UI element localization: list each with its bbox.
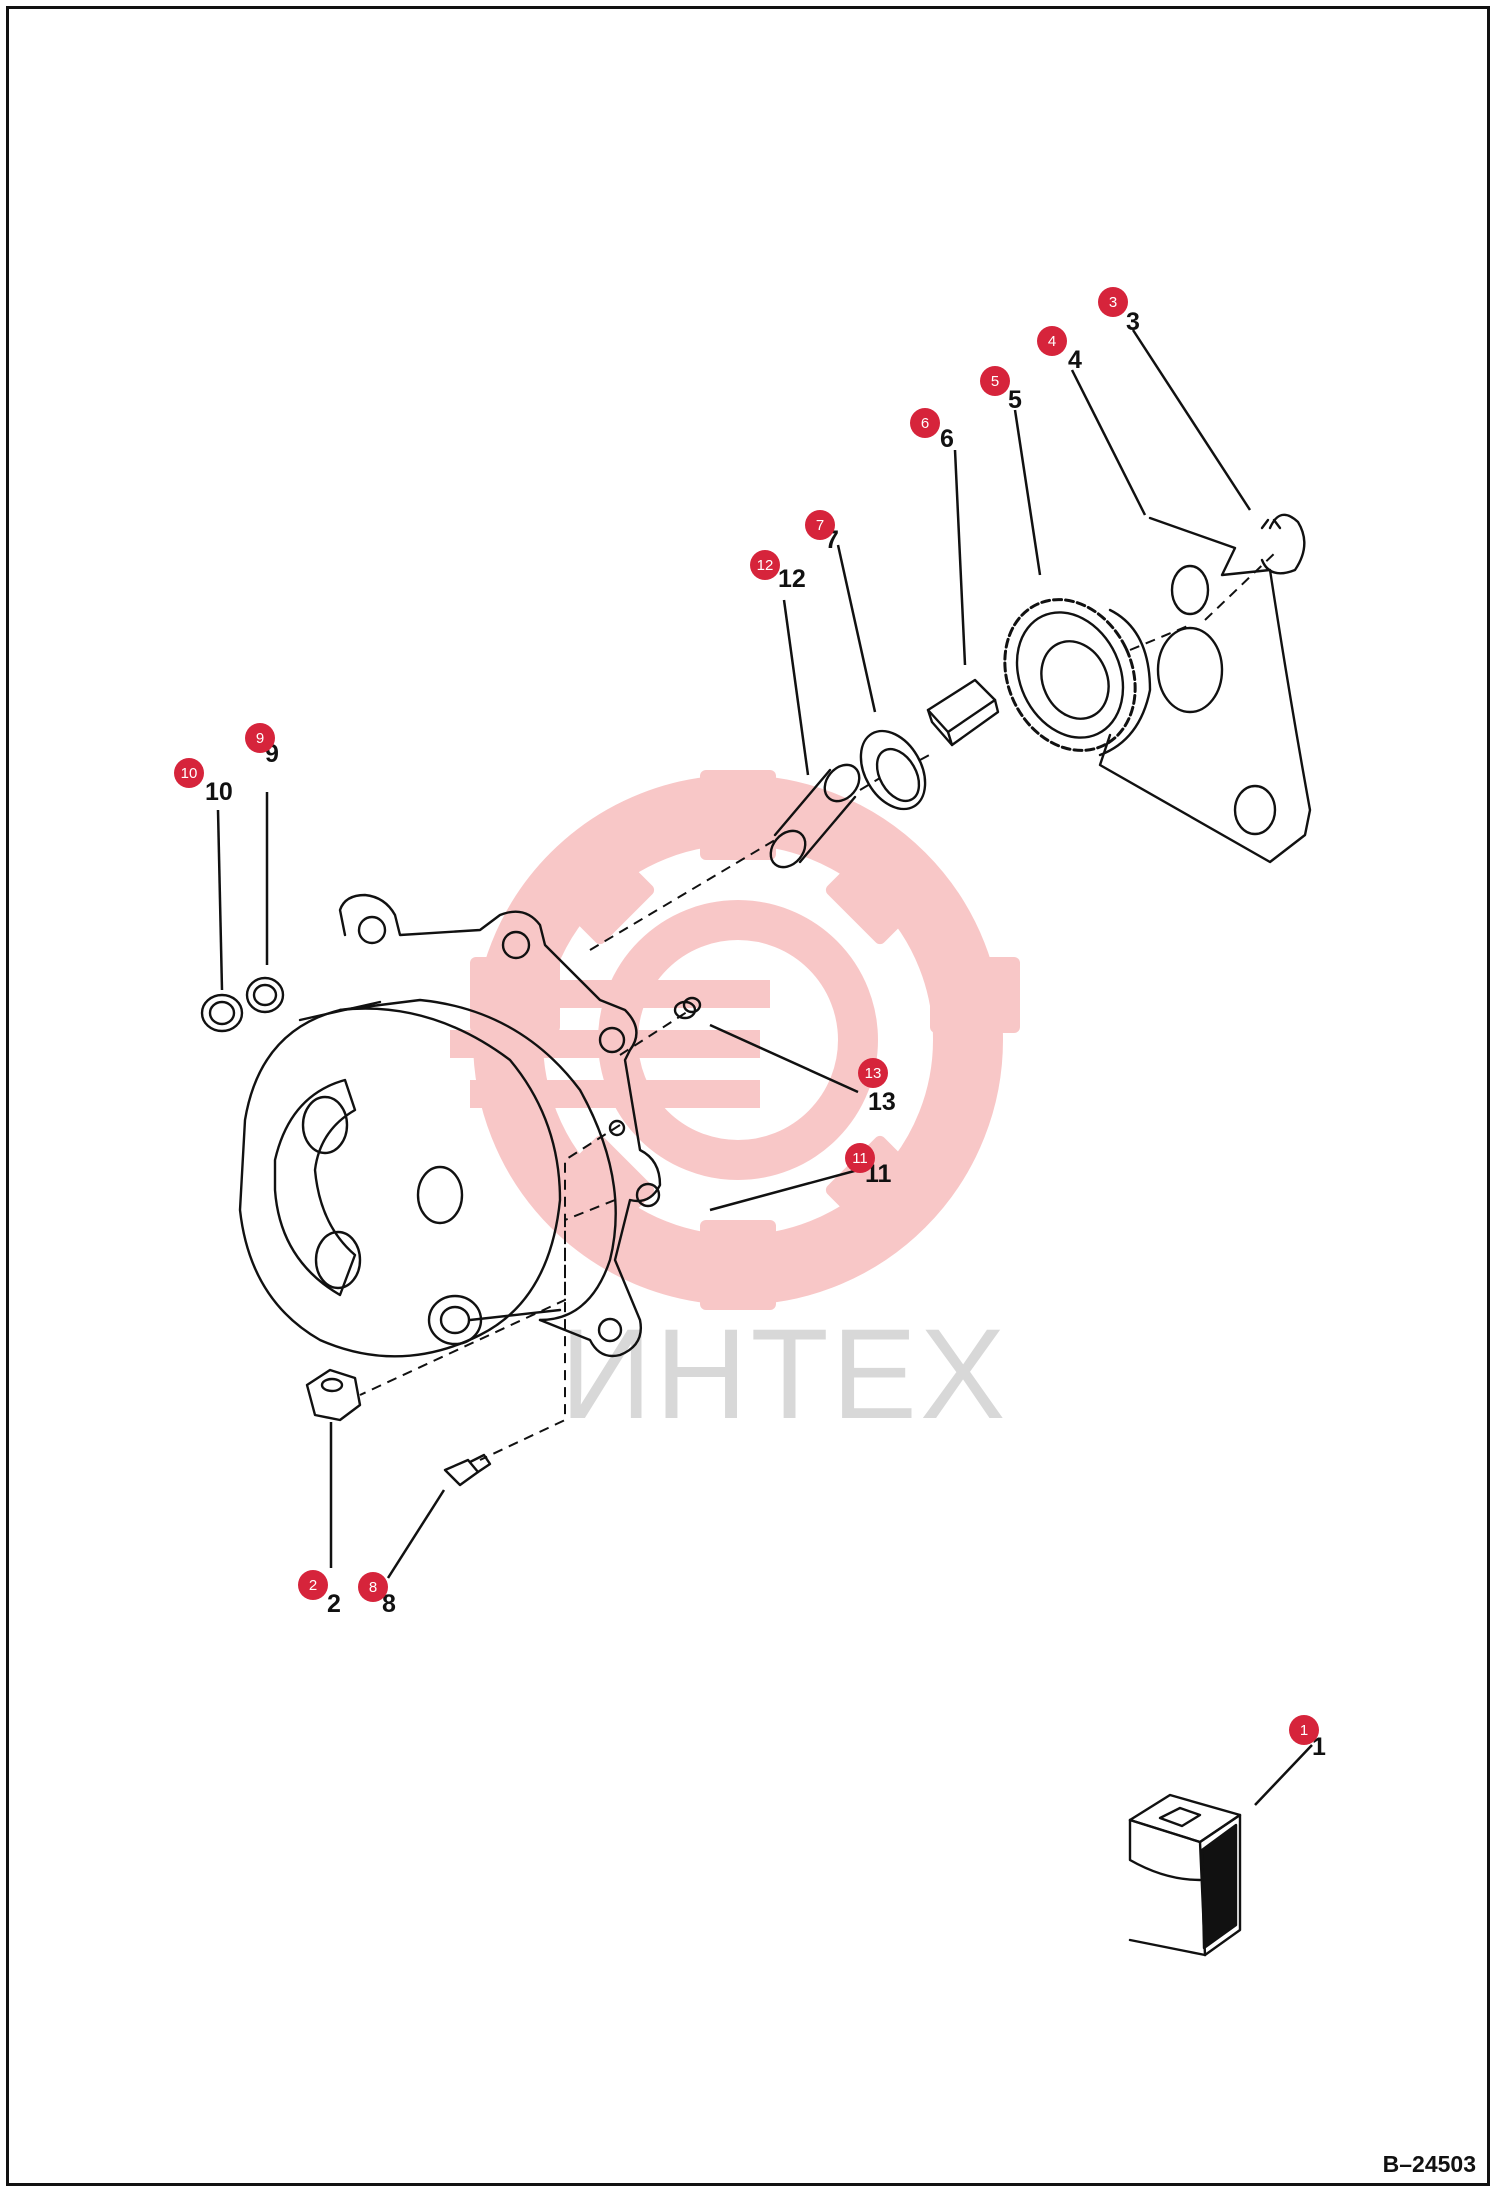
callout-badge-label-3: 3 [1109,294,1117,311]
callout-number-2: 2 [327,1590,341,1618]
callout-badge-7[interactable] [805,510,835,540]
callout-number-4: 4 [1068,346,1082,374]
callout-badge-3[interactable] [1098,287,1128,317]
leader-lines [216,329,1313,1806]
watermark-text: ИНТЕХ [560,1303,1008,1446]
callout-badge-12[interactable] [750,550,780,580]
callout-badge-9[interactable] [245,723,275,753]
pump-housing [238,893,662,1358]
part-12-pin [769,763,861,869]
part-9-ring [245,976,285,1014]
callout-badge-label-10: 10 [181,765,198,782]
callout-badge-label-1: 1 [1300,1722,1308,1739]
callout-number-1: 1 [1312,1733,1326,1761]
assembly-axis-lines [359,549,1279,1461]
callout-badge-label-9: 9 [256,730,264,747]
callout-badge-label-2: 2 [309,1577,317,1594]
callout-badge-label-12: 12 [757,557,774,574]
callout-number-8: 8 [382,1590,396,1618]
callout-badge-10[interactable] [174,758,204,788]
drawing-frame [6,6,1490,2186]
callout-badge-label-6: 6 [921,415,929,432]
callout-badge-1[interactable] [1289,1715,1319,1745]
callout-badge-11[interactable] [845,1143,875,1173]
callout-number-13: 13 [868,1088,896,1116]
part-13-fitting [673,996,702,1020]
callout-badge-label-7: 7 [816,517,824,534]
part-6-key [926,678,1000,747]
callout-number-10: 10 [205,778,233,806]
callout-badge-13[interactable] [858,1058,888,1088]
part-3-snap-ring [1260,513,1306,575]
callout-number-6: 6 [940,425,954,453]
callout-badge-label-8: 8 [369,1579,377,1596]
part-2-plug [305,1368,362,1422]
callout-badge-5[interactable] [980,366,1010,396]
callout-badge-8[interactable] [358,1572,388,1602]
part-10-oring [200,993,244,1033]
callout-badge-label-4: 4 [1048,333,1056,350]
part-7-washer [859,729,927,811]
callout-number-3: 3 [1126,308,1140,336]
drawing-id: B–24503 [1382,2151,1476,2177]
part-5-gear [1003,598,1152,757]
callout-badge-label-11: 11 [852,1150,868,1167]
callout-badge-6[interactable] [910,408,940,438]
callout-number-12: 12 [778,565,806,593]
part-8-screw [443,1453,492,1487]
callout-badge-4[interactable] [1037,326,1067,356]
watermark-gear-icon [450,770,1020,1310]
callout-badge-label-13: 13 [865,1065,882,1082]
part-4-plate [1098,516,1312,864]
callout-badge-label-5: 5 [991,373,999,390]
part-1-kit-box [1128,1793,1242,1957]
callout-number-5: 5 [1008,386,1022,414]
callout-badge-2[interactable] [298,1570,328,1600]
